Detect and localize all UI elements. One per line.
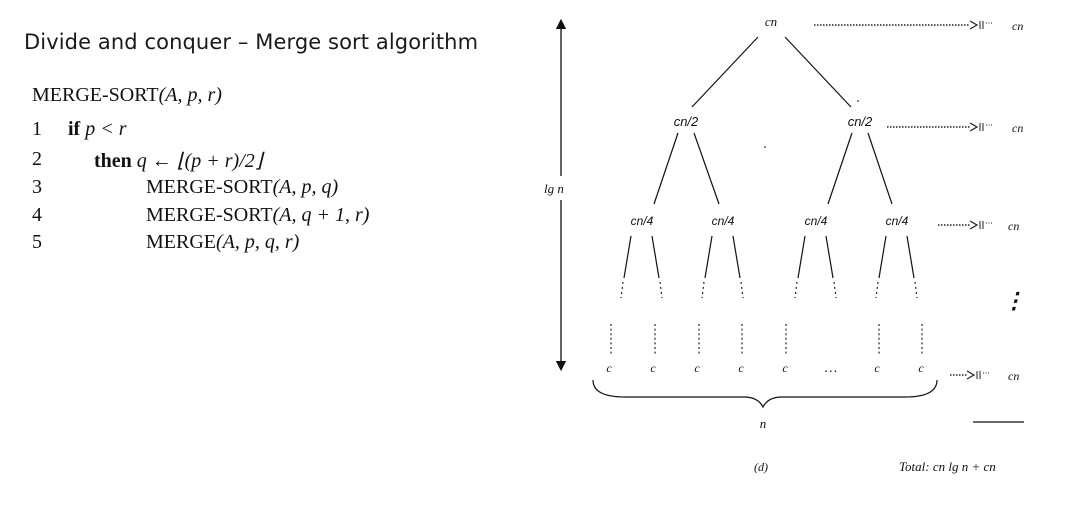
edge (827, 132, 853, 205)
level-cost: cn (1008, 219, 1019, 233)
leaf-node: c (694, 361, 700, 375)
code-line-2: then q ← ⌊(p + r)/2⌋ (94, 148, 263, 173)
continuation-dots-upper (620, 281, 918, 299)
call-name: MERGE-SORT (146, 176, 273, 198)
level-cost-row-2 (938, 220, 992, 230)
keyword-then: then (94, 150, 132, 172)
algorithm-name: MERGE-SORT (32, 84, 159, 106)
node-level1: cn/2 (674, 114, 699, 129)
leaf-count-label: n (760, 416, 767, 431)
line-number: 1 (32, 118, 42, 140)
call-name: MERGE (146, 231, 216, 253)
edge (653, 132, 679, 205)
code-line-5: MERGE(A, p, q, r) (146, 231, 299, 254)
edge (691, 36, 759, 108)
code-line-1: if p < r (68, 118, 127, 141)
leaf-ellipsis: … (825, 361, 837, 376)
level-cost-row-1 (887, 122, 992, 132)
line-number: 3 (32, 176, 42, 198)
call-args: (A, q + 1, r) (272, 204, 370, 226)
call-args: (A, p, q) (272, 176, 339, 198)
speck (857, 100, 859, 102)
vertical-ellipsis: ⋮ (1003, 288, 1025, 313)
line-number: 4 (32, 204, 42, 226)
line-number: 2 (32, 148, 42, 170)
node-level2: cn/4 (805, 214, 828, 228)
continuation-dots-lower (610, 324, 923, 354)
edge (867, 132, 893, 205)
leaf-brace (592, 379, 938, 409)
leaf-node: c (918, 361, 924, 375)
height-label: lg n (544, 181, 564, 196)
node-level2: cn/4 (712, 214, 735, 228)
call-name: MERGE-SORT (146, 204, 273, 226)
algorithm-header: MERGE-SORT(A, p, r) (32, 84, 222, 107)
level-cost: cn (1012, 121, 1023, 135)
leaf-node: c (782, 361, 788, 375)
condition: p < r (80, 118, 127, 140)
node-level1: cn/2 (848, 114, 873, 129)
node-level2: cn/4 (631, 214, 654, 228)
level-cost: cn (1008, 369, 1019, 383)
figure-caption: (d) (754, 460, 768, 474)
assignment: q ← ⌊(p + r)/2⌋ (131, 150, 263, 172)
code-line-3: MERGE-SORT(A, p, q) (146, 176, 338, 199)
line-number: 5 (32, 231, 42, 253)
edge (784, 36, 852, 108)
code-line-4: MERGE-SORT(A, q + 1, r) (146, 204, 369, 227)
call-args: (A, p, q, r) (216, 231, 300, 253)
keyword-if: if (68, 118, 81, 140)
root-node: cn (765, 14, 777, 29)
node-level2: cn/4 (886, 214, 909, 228)
edge (693, 132, 720, 205)
speck (764, 146, 766, 148)
level-cost: cn (1012, 19, 1023, 33)
leaf-node: c (738, 361, 744, 375)
level-cost-row-3 (950, 370, 989, 380)
leaf-node: c (606, 361, 612, 375)
total-cost: Total: cn lg n + cn (899, 459, 996, 474)
level2-edges (623, 235, 915, 279)
leaf-node: c (650, 361, 656, 375)
slide-title: Divide and conquer – Merge sort algorith… (24, 30, 479, 54)
level-cost-row-0 (814, 20, 992, 30)
leaf-node: c (874, 361, 880, 375)
algorithm-params: (A, p, r) (158, 84, 222, 106)
